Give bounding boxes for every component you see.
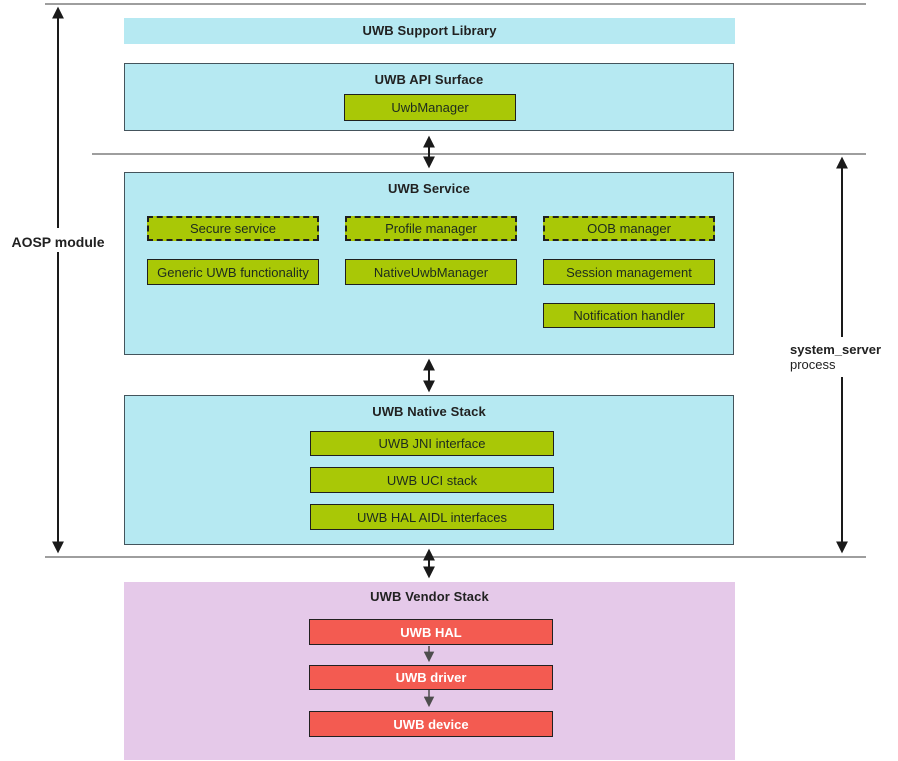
vendor-stack-box: UWB Vendor Stack UWB HAL UWB driver UWB … — [124, 582, 735, 760]
api-surface-box: UWB API Surface UwbManager — [124, 63, 734, 131]
chip-uwb-hal: UWB HAL — [309, 619, 553, 645]
native-stack-title: UWB Native Stack — [372, 404, 486, 419]
boundary-line-top — [45, 3, 866, 5]
boundary-line-bottom — [45, 556, 866, 558]
support-library-title: UWB Support Library — [362, 23, 497, 38]
chip-secure-service: Secure service — [147, 216, 319, 241]
system-server-label: system_server process — [790, 340, 890, 376]
service-box: UWB Service Secure service Profile manag… — [124, 172, 734, 355]
chip-oob-manager: OOB manager — [543, 216, 715, 241]
support-library-box: UWB Support Library — [124, 18, 735, 44]
chip-uwb-jni-interface: UWB JNI interface — [310, 431, 554, 456]
aosp-module-label: AOSP module — [8, 231, 108, 254]
chip-profile-manager: Profile manager — [345, 216, 517, 241]
api-surface-title: UWB API Surface — [374, 72, 484, 87]
native-stack-box: UWB Native Stack UWB JNI interface UWB U… — [124, 395, 734, 545]
chip-notification-handler: Notification handler — [543, 303, 715, 328]
service-title: UWB Service — [387, 181, 471, 196]
system-server-label-process: process — [790, 356, 836, 372]
chip-uwb-uci-stack: UWB UCI stack — [310, 467, 554, 493]
chip-generic-uwb-functionality: Generic UWB functionality — [147, 259, 319, 285]
system-server-label-name: system_server — [790, 342, 882, 357]
chip-nativeuwbmanager: NativeUwbManager — [345, 259, 517, 285]
vendor-stack-title: UWB Vendor Stack — [370, 589, 489, 604]
chip-uwb-device: UWB device — [309, 711, 553, 737]
chip-uwb-driver: UWB driver — [309, 665, 553, 690]
chip-session-management: Session management — [543, 259, 715, 285]
boundary-line-middle — [92, 153, 866, 155]
chip-uwb-hal-aidl-interfaces: UWB HAL AIDL interfaces — [310, 504, 554, 530]
chip-uwbmanager: UwbManager — [344, 94, 516, 121]
